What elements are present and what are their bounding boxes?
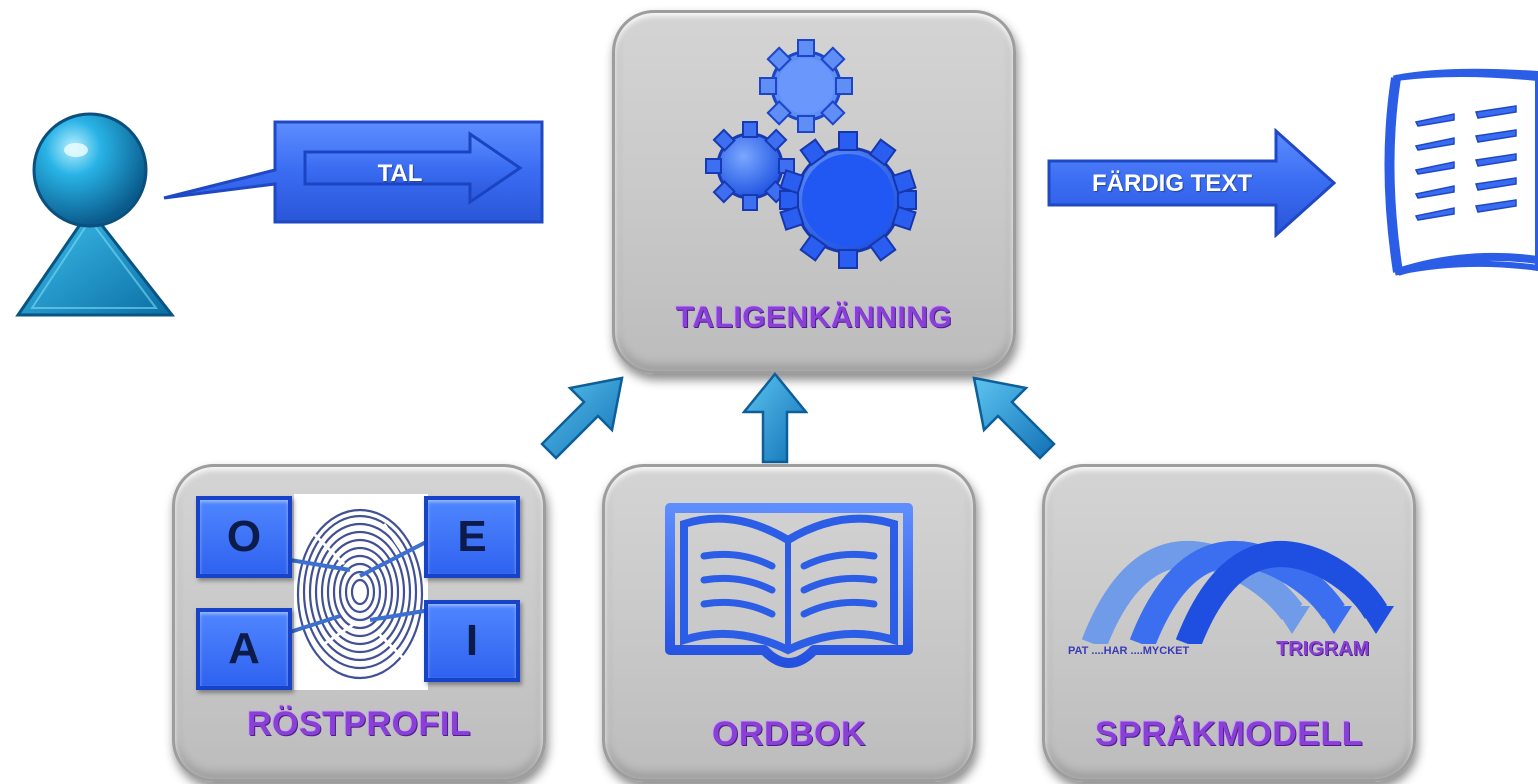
letter-connectors	[289, 538, 431, 634]
letter-a: A	[196, 608, 292, 690]
dictionary-box: ORDBOK	[602, 464, 976, 782]
trigram-label: TRIGRAM	[1276, 638, 1370, 660]
gears-icon	[705, 39, 917, 269]
fingerprint-icon	[294, 494, 428, 690]
voice-profile-label: RÖSTPROFIL	[246, 705, 472, 743]
arrow-from-voice-profile	[540, 376, 624, 460]
language-model-label: SPRÅKMODELL	[1094, 715, 1364, 753]
speech-arrow	[163, 120, 544, 224]
trigram-sequence-text: PAT ....HAR ....MYCKET	[1068, 645, 1190, 657]
person-icon	[15, 112, 176, 317]
trigram-arcs-icon	[1081, 541, 1394, 644]
output-arrow	[1047, 128, 1337, 238]
speech-label: TAL	[377, 160, 423, 187]
letter-i: I	[424, 600, 520, 682]
letter-o: O	[196, 496, 292, 578]
arrow-from-language-model	[972, 376, 1056, 460]
output-label: FÄRDIG TEXT	[1092, 170, 1252, 197]
open-book-icon	[665, 503, 913, 668]
letter-e: E	[424, 496, 520, 578]
arrow-from-dictionary	[742, 372, 808, 464]
speech-recognition-label: TALIGENKÄNNING	[675, 301, 953, 334]
dictionary-label: ORDBOK	[711, 715, 867, 753]
document-icon	[1384, 68, 1538, 276]
